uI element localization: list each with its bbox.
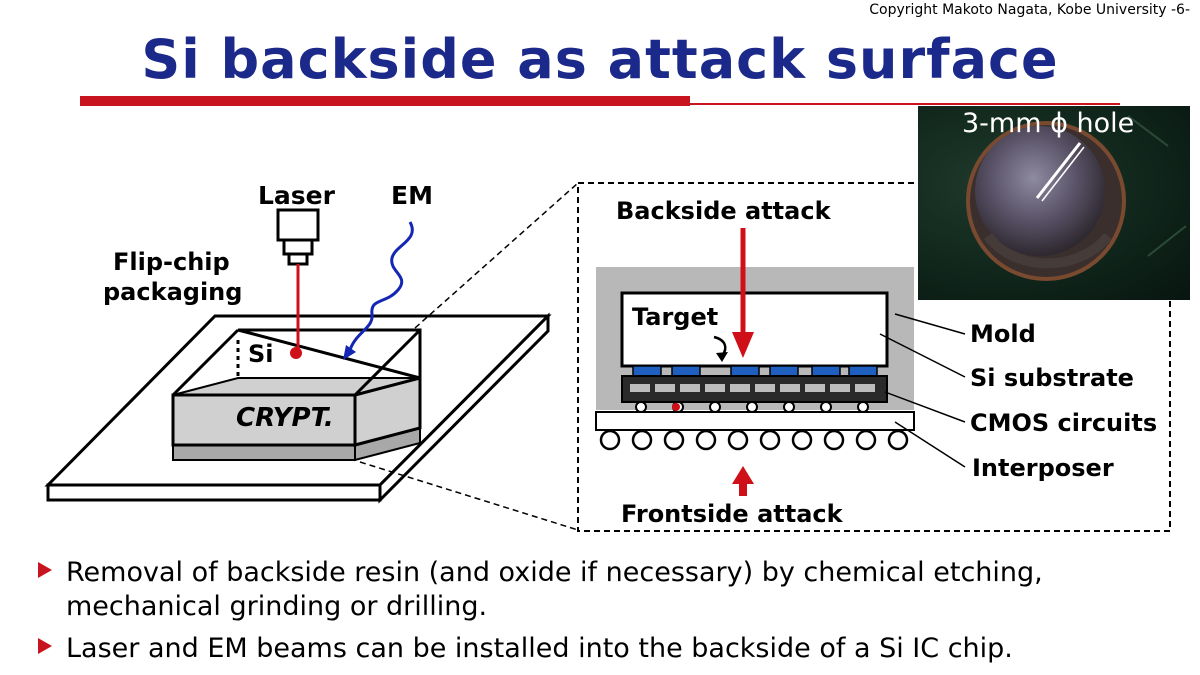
solder-balls — [599, 429, 909, 451]
bullet-text: Removal of backside resin (and oxide if … — [66, 557, 1043, 622]
bullet-text: Laser and EM beams can be installed into… — [66, 633, 1013, 664]
crypt-label: CRYPT. — [236, 403, 334, 433]
em-label: EM — [391, 181, 433, 210]
target-label: Target — [632, 303, 718, 331]
copyright-text: Copyright Makoto Nagata, Kobe University… — [869, 2, 1190, 18]
em-wave-icon — [343, 221, 414, 360]
si-substrate-label: Si substrate — [970, 364, 1134, 392]
laser-icon — [276, 208, 320, 359]
packaging-label-line1: Flip-chip — [113, 248, 230, 276]
target-arrowhead-icon — [716, 352, 728, 362]
chip-hole-photo: 3-mm ϕ hole — [918, 106, 1190, 300]
frontside-attack-label: Frontside attack — [621, 500, 844, 528]
backside-attack-label: Backside attack — [616, 197, 832, 225]
hole-label: 3-mm ϕ hole — [962, 108, 1135, 139]
zoom-frame — [577, 182, 1171, 532]
zoom-line-bottom — [359, 461, 579, 531]
bullet-list: Removal of backside resin (and oxide if … — [38, 556, 1188, 674]
cmos-circuits-label: CMOS circuits — [970, 409, 1157, 437]
si-substrate-block — [620, 291, 889, 368]
bullet-triangle-icon — [38, 638, 52, 654]
title-underline-bar — [80, 96, 690, 106]
zoom-line-top — [414, 182, 579, 329]
mold-label: Mold — [970, 320, 1036, 348]
interposer-block — [595, 411, 915, 431]
title-underline-line — [690, 103, 1120, 105]
cmos-gray-cells — [630, 384, 875, 392]
mold-leader — [894, 313, 966, 335]
bullet-triangle-icon — [38, 562, 52, 578]
frontside-arrow-icon — [732, 466, 754, 496]
bullet-item: Laser and EM beams can be installed into… — [38, 632, 1188, 666]
packaging-label-line2: packaging — [103, 278, 242, 306]
interposer-leader — [894, 421, 966, 468]
si-label: Si — [248, 340, 274, 368]
cmos-leader — [884, 391, 966, 423]
interposer-label: Interposer — [972, 454, 1114, 482]
si-substrate-leader — [879, 333, 966, 378]
bullet-item: Removal of backside resin (and oxide if … — [38, 556, 1188, 624]
slide-title: Si backside as attack surface — [141, 28, 1059, 91]
laser-label: Laser — [258, 181, 336, 210]
target-point — [672, 403, 680, 411]
backside-arrow-icon — [732, 228, 754, 358]
chip-block — [171, 328, 422, 462]
hole-photo-image — [966, 115, 1187, 281]
